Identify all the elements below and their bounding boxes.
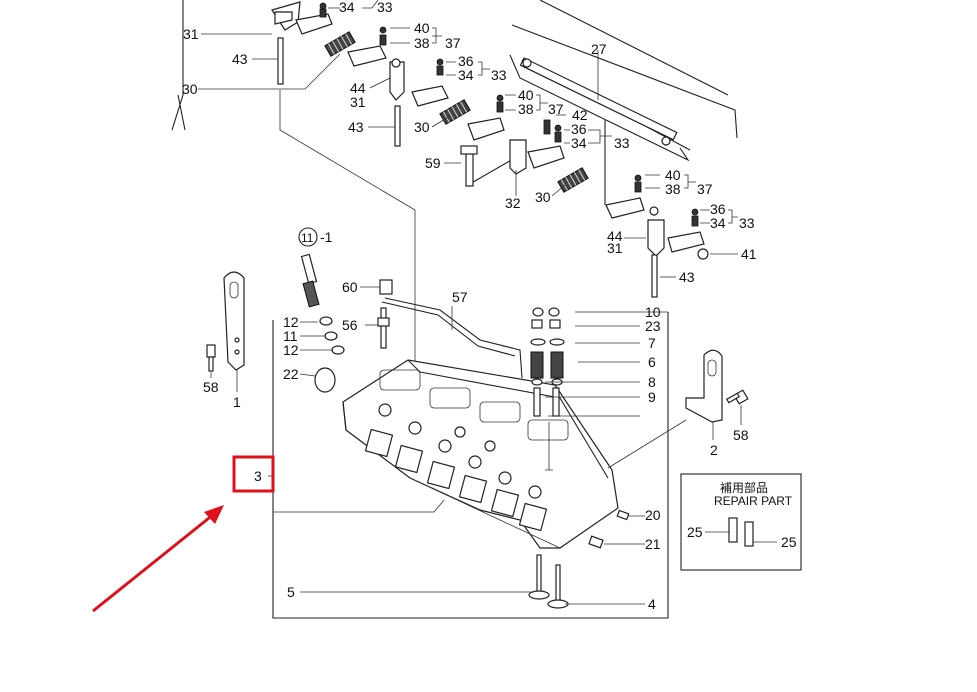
label-34: 34 bbox=[458, 67, 474, 83]
rocker-springs bbox=[324, 31, 589, 193]
label-1: 1 bbox=[233, 394, 241, 410]
label-27: 27 bbox=[591, 41, 607, 57]
highlight-box bbox=[232, 455, 275, 493]
label-10: 10 bbox=[645, 304, 661, 320]
label-41: 41 bbox=[741, 246, 757, 262]
label-5: 5 bbox=[287, 584, 295, 600]
repair-part-title-jp: 補用部品 bbox=[720, 480, 768, 495]
label-32: 32 bbox=[505, 195, 521, 211]
label-38: 38 bbox=[518, 101, 534, 117]
label-7: 7 bbox=[648, 335, 656, 351]
label-30: 30 bbox=[535, 189, 551, 205]
label-12: 12 bbox=[283, 314, 299, 330]
label-58: 58 bbox=[733, 427, 749, 443]
label-2: 2 bbox=[710, 442, 718, 458]
label-33: 33 bbox=[377, 0, 393, 15]
red-arrow-shaft bbox=[92, 512, 215, 613]
repair-part-title-en: REPAIR PART bbox=[714, 494, 793, 508]
label-37: 37 bbox=[697, 181, 713, 197]
label-43: 43 bbox=[232, 51, 248, 67]
label-57: 57 bbox=[452, 289, 468, 305]
red-arrow-head bbox=[204, 505, 224, 524]
label-3: 3 bbox=[254, 468, 262, 484]
label-4: 4 bbox=[648, 596, 656, 612]
label-44: 44 bbox=[607, 228, 623, 244]
label-31: 31 bbox=[183, 26, 199, 42]
label-31: 31 bbox=[350, 94, 366, 110]
label-11: 11 bbox=[283, 328, 298, 344]
label-42: 42 bbox=[572, 107, 588, 123]
upper-leader-lines bbox=[198, 0, 738, 278]
cylinder-head-group bbox=[206, 253, 749, 619]
label-36: 36 bbox=[571, 121, 587, 137]
label-12: 12 bbox=[283, 342, 299, 358]
label-40: 40 bbox=[518, 87, 534, 103]
label-40: 40 bbox=[665, 167, 681, 183]
label-34: 34 bbox=[710, 215, 726, 231]
label-60: 60 bbox=[342, 279, 358, 295]
label-11-circled: 11 bbox=[301, 231, 314, 245]
repair-part-box bbox=[680, 473, 802, 571]
label-6: 6 bbox=[648, 354, 656, 370]
label-36: 36 bbox=[458, 53, 474, 69]
label-36: 36 bbox=[710, 201, 726, 217]
label-22: 22 bbox=[283, 366, 299, 382]
label-21: 21 bbox=[645, 536, 661, 552]
label-33: 33 bbox=[491, 67, 507, 83]
label-30: 30 bbox=[414, 119, 430, 135]
label-31: 31 bbox=[607, 240, 623, 256]
label-44: 44 bbox=[350, 80, 366, 96]
label-11-suffix: -1 bbox=[320, 229, 333, 245]
label-34: 34 bbox=[571, 135, 587, 151]
label-43: 43 bbox=[348, 119, 364, 135]
label-9: 9 bbox=[648, 389, 656, 405]
label-37: 37 bbox=[548, 101, 564, 117]
label-23: 23 bbox=[645, 318, 661, 334]
label-40: 40 bbox=[414, 20, 430, 36]
label-56: 56 bbox=[342, 317, 358, 333]
part-labels: 34 33 31 43 30 40 38 37 36 34 33 27 44 3… bbox=[182, 0, 797, 612]
label-34: 34 bbox=[339, 0, 355, 15]
label-37: 37 bbox=[445, 35, 461, 51]
label-20: 20 bbox=[645, 507, 661, 523]
label-38: 38 bbox=[414, 35, 430, 51]
label-25: 25 bbox=[781, 534, 797, 550]
rocker-arm-assembly bbox=[171, 0, 738, 370]
label-58: 58 bbox=[203, 379, 219, 395]
lower-leader-lines bbox=[210, 286, 742, 605]
label-59: 59 bbox=[425, 155, 441, 171]
label-38: 38 bbox=[665, 181, 681, 197]
label-25: 25 bbox=[687, 524, 703, 540]
label-8: 8 bbox=[648, 374, 656, 390]
label-33: 33 bbox=[739, 215, 755, 231]
label-43: 43 bbox=[679, 269, 695, 285]
label-30: 30 bbox=[182, 81, 198, 97]
highlight-annotation bbox=[92, 455, 275, 613]
label-33: 33 bbox=[614, 135, 630, 151]
